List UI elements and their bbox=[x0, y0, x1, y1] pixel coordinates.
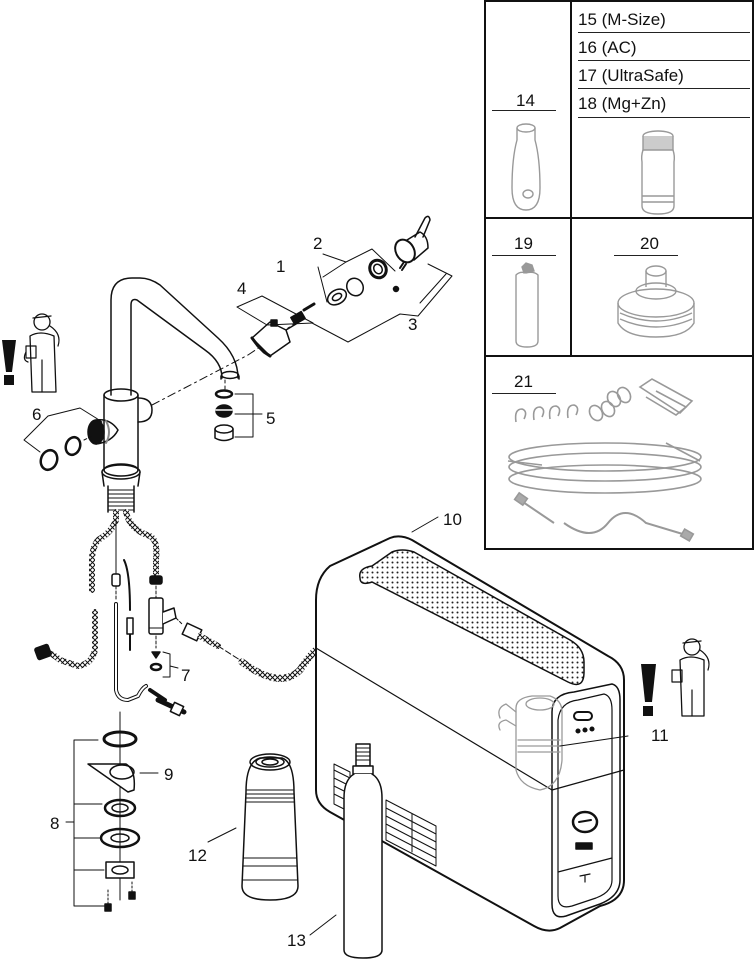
faucet-spout bbox=[110, 277, 240, 396]
supply-connector bbox=[148, 688, 187, 717]
callout-1: 1 bbox=[276, 257, 286, 276]
callout-4: 4 bbox=[237, 279, 247, 298]
cell-item-14: 14 bbox=[486, 2, 570, 217]
callout-brackets-cartridge bbox=[236, 248, 453, 343]
item-14-label: 14 bbox=[516, 91, 535, 110]
callout-13: 13 bbox=[287, 931, 306, 950]
filter-cartridge-variant-icon bbox=[640, 130, 676, 215]
item-20-underline bbox=[614, 255, 678, 256]
filter-variant-17: 17 (UltraSafe) bbox=[578, 66, 684, 85]
filter-variant-18: 18 (Mg+Zn) bbox=[578, 94, 667, 113]
unit-connection-hose bbox=[181, 622, 320, 682]
warning-installer-left-icon bbox=[2, 313, 60, 393]
water-unit bbox=[315, 516, 629, 932]
faucet-body bbox=[101, 388, 153, 513]
callout-9: 9 bbox=[164, 765, 174, 784]
callout-6: 6 bbox=[32, 405, 42, 424]
mounting-kit bbox=[65, 711, 159, 912]
co2-bottle-19-icon bbox=[515, 262, 539, 348]
ring-1 bbox=[326, 288, 348, 306]
panel-divider-row2 bbox=[486, 355, 752, 357]
callout-7: 7 bbox=[181, 666, 191, 685]
callout-11: 11 bbox=[651, 726, 669, 745]
side-valve-knob bbox=[87, 418, 119, 445]
item-19-label: 19 bbox=[514, 234, 533, 253]
installation-kit-21-icon bbox=[507, 378, 702, 543]
filter-variant-16: 16 (AC) bbox=[578, 38, 637, 57]
supply-hoses bbox=[34, 509, 163, 702]
accessories-panel: 14 15 (M-Size) 16 (AC) 17 (UltraSafe) 18… bbox=[484, 0, 754, 550]
callout-12: 12 bbox=[188, 846, 207, 865]
item-19-underline bbox=[492, 255, 556, 256]
handle-lever bbox=[392, 215, 431, 293]
item-14-underline bbox=[492, 110, 556, 111]
filter-head-ghost bbox=[498, 695, 563, 791]
variant-divider bbox=[578, 117, 750, 118]
callout-2: 2 bbox=[313, 234, 323, 253]
callout-5: 5 bbox=[266, 409, 276, 428]
aerator-set bbox=[214, 379, 263, 442]
callout-3: 3 bbox=[408, 315, 418, 334]
filter-cartridge bbox=[207, 753, 299, 901]
variant-divider bbox=[578, 32, 750, 33]
nut-2 bbox=[368, 258, 388, 280]
bottle-14-icon bbox=[511, 123, 541, 211]
item-21-underline bbox=[492, 393, 556, 394]
filter-head-20-icon bbox=[617, 265, 695, 338]
warning-installer-right-icon bbox=[641, 638, 710, 717]
filter-variant-15: 15 (M-Size) bbox=[578, 10, 666, 29]
t-piece-connector bbox=[148, 585, 183, 678]
item-20-label: 20 bbox=[640, 234, 659, 253]
variant-divider bbox=[578, 88, 750, 89]
callout-10: 10 bbox=[443, 510, 462, 529]
cell-filter-variants: 15 (M-Size) 16 (AC) 17 (UltraSafe) 18 (M… bbox=[572, 2, 754, 217]
o-ring-2 bbox=[345, 277, 365, 297]
panel-divider-vertical bbox=[570, 2, 572, 355]
panel-divider-row1 bbox=[486, 217, 752, 219]
cartridge bbox=[250, 319, 297, 358]
callout-8: 8 bbox=[50, 814, 60, 833]
cell-item-21: 21 bbox=[486, 357, 754, 550]
o-rings-6 bbox=[23, 407, 103, 472]
co2-cylinder bbox=[309, 743, 383, 959]
item-21-label: 21 bbox=[514, 372, 533, 391]
cell-item-20: 20 bbox=[572, 219, 754, 355]
variant-divider bbox=[578, 60, 750, 61]
cell-item-19: 19 bbox=[486, 219, 570, 355]
